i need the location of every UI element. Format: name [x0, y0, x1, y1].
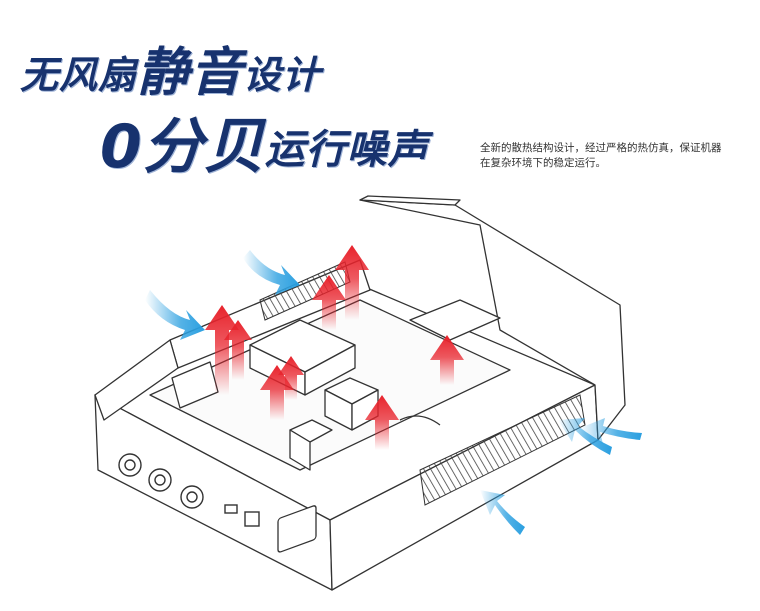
side-vents — [419, 394, 586, 506]
headline-zero-db: 0分贝运行噪声 — [100, 98, 429, 185]
headline-line2-big: 0分贝 — [100, 112, 265, 182]
description-line-2: 在复杂环境下的稳定运行。 — [480, 157, 606, 169]
slot — [399, 415, 441, 426]
headline-line1-pre: 无风扇 — [20, 53, 138, 97]
left-wall — [94, 339, 179, 421]
bnc-connectors — [118, 453, 260, 527]
cool-arrow — [580, 418, 642, 444]
headline-line1-big: 静音 — [137, 43, 244, 103]
hot-arrow — [312, 275, 346, 330]
description-line-1: 全新的散热结构设计，经过严格的热仿真，保证机器 — [480, 142, 722, 154]
cool-arrow — [145, 290, 205, 340]
daughter-board — [409, 299, 501, 341]
headline-line1-post: 设计 — [243, 53, 322, 97]
cool-arrow — [480, 490, 525, 535]
cool-arrow — [243, 250, 300, 295]
hot-air-arrows — [205, 245, 464, 450]
headline-silent-design: 无风扇静音设计 — [20, 30, 321, 105]
hot-arrow — [365, 395, 399, 450]
cool-air-arrows — [145, 250, 642, 535]
usb-b-port — [244, 511, 260, 527]
rear-housing-top — [359, 195, 461, 206]
hot-arrow — [278, 356, 304, 400]
power-socket — [277, 505, 317, 553]
description-text: 全新的散热结构设计，经过严格的热仿真，保证机器 在复杂环境下的稳定运行。 — [480, 141, 755, 171]
hot-arrow — [224, 320, 252, 380]
hot-arrow — [335, 245, 369, 320]
hot-arrow — [430, 335, 464, 385]
headline-line2-post: 运行噪声 — [264, 127, 429, 173]
hot-arrow — [205, 305, 239, 395]
usb-port — [224, 504, 238, 514]
cool-arrow — [558, 418, 612, 455]
